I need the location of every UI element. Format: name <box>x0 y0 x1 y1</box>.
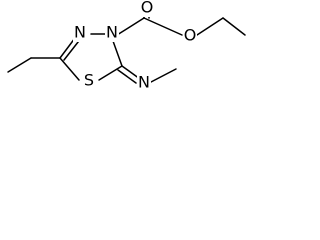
bond-ring-c-s <box>98 65 123 81</box>
bond-c-ester-o <box>143 17 183 36</box>
atom-bg-s <box>82 72 96 90</box>
atom-ester-o: O <box>184 26 197 45</box>
atom-bg-imine-n <box>137 74 151 92</box>
molecule-svg: N N O O S N <box>7 0 246 92</box>
atom-imine-n: N <box>138 73 150 92</box>
atom-s: S <box>84 71 94 90</box>
bond-ester-ch2-ch3 <box>222 17 246 36</box>
bond-imine-n-ch3 <box>150 68 177 83</box>
atom-n-left: N <box>74 23 86 42</box>
atom-bg-ester-o <box>183 27 197 45</box>
bond-imine-c-n-double <box>117 69 137 84</box>
bond-ring-n-c <box>112 40 123 67</box>
bond-n-carbonyl-c <box>116 17 145 36</box>
bond-ethyl-ch3-ch2 <box>7 57 32 73</box>
atom-carbonyl-o: O <box>141 0 154 17</box>
molecule-diagram: N N O O S N <box>7 0 246 92</box>
atom-bg-carbonyl-o <box>140 0 154 17</box>
atom-bg-n-left <box>73 24 87 42</box>
atom-n-right: N <box>106 23 118 42</box>
atom-layer: N N O O S N <box>73 0 197 92</box>
atom-bg-n-right <box>105 24 119 42</box>
bond-layer <box>7 3 246 84</box>
bond-ring-s-c <box>59 57 80 81</box>
bond-ester-o-ch2 <box>196 17 224 36</box>
